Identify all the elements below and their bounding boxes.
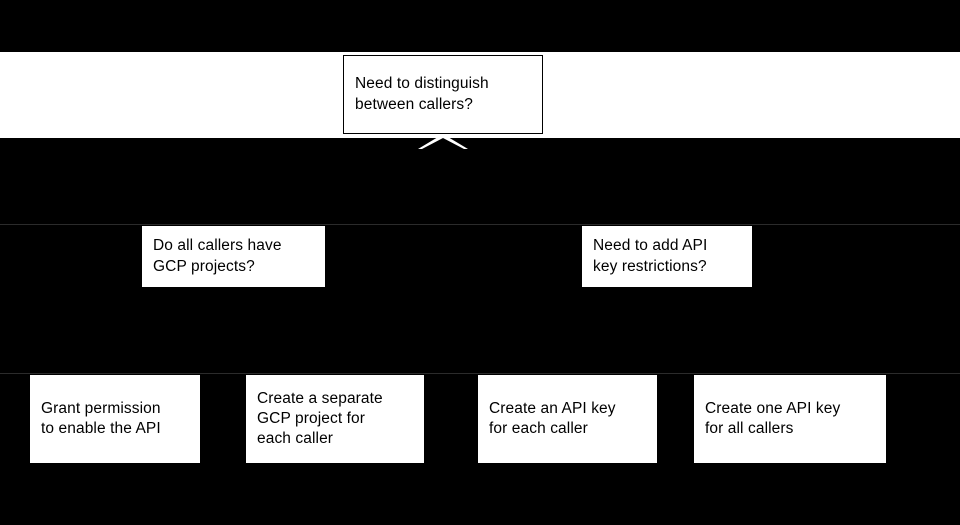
node-grant-permission-to-enable-the-api[interactable]: Grant permission to enable the API xyxy=(30,375,200,463)
row3-divider-rule xyxy=(0,373,960,374)
node-create-one-api-key-for-all-callers[interactable]: Create one API key for all callers xyxy=(694,375,886,463)
node-create-an-api-key-for-each-caller[interactable]: Create an API key for each caller xyxy=(478,375,657,463)
node-need-to-distinguish-between-callers[interactable]: Need to distinguish between callers? xyxy=(343,55,543,134)
row2-divider-rule xyxy=(0,224,960,225)
node-need-to-add-api-key-restrictions[interactable]: Need to add API key restrictions? xyxy=(582,226,752,287)
node-create-a-separate-gcp-project-for-each-caller[interactable]: Create a separate GCP project for each c… xyxy=(246,375,424,463)
node-do-all-callers-have-gcp-projects[interactable]: Do all callers have GCP projects? xyxy=(142,226,325,287)
root-down-chevron-icon xyxy=(418,133,468,149)
